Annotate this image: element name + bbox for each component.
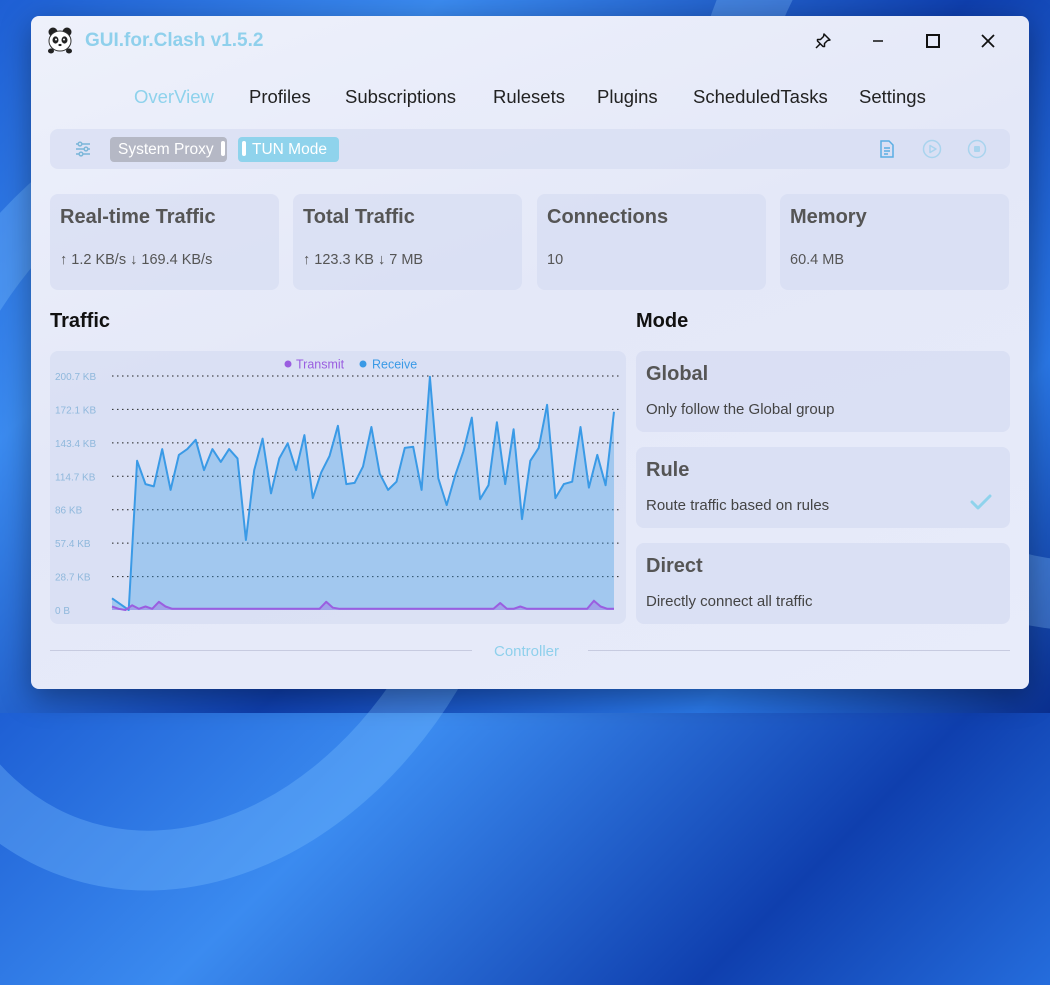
y-tick-label: 114.7 KB (55, 472, 96, 483)
receive-series-area (112, 376, 614, 610)
tab-overview[interactable]: OverView (134, 86, 214, 107)
traffic-chart-svg: 0 B 28.7 KB 57.4 KB 86 KB 114.7 KB 143.4 KB 17… (55, 358, 620, 617)
tab-profiles[interactable]: Profiles (249, 86, 311, 107)
y-tick-label: 143.4 KB (55, 439, 96, 450)
proxy-toolbar: System Proxy TUN Mode (50, 129, 1010, 169)
receive-series-line (111, 375, 615, 611)
stat-title: Connections (547, 206, 669, 228)
panda-logo-icon (45, 25, 75, 55)
stat-value: 60.4 MB (790, 252, 844, 268)
stat-value: ↑ 1.2 KB/s ↓ 169.4 KB/s (60, 252, 213, 268)
footer-divider (588, 650, 1010, 651)
app-title: GUI.for.Clash v1.5.2 (85, 30, 264, 51)
minimize-icon (873, 40, 883, 42)
log-file-icon[interactable] (877, 139, 897, 159)
mode-option-direct[interactable]: Direct Directly connect all traffic (636, 543, 1010, 624)
y-tick-label: 200.7 KB (55, 372, 96, 383)
pin-button[interactable] (809, 28, 837, 54)
mode-title: Global (646, 363, 709, 385)
stat-value: 10 (547, 252, 564, 268)
stat-card-realtime-traffic: Real-time Traffic ↑ 1.2 KB/s ↓ 169.4 KB/… (50, 194, 279, 290)
footer-divider (50, 650, 472, 651)
tab-plugins[interactable]: Plugins (597, 86, 658, 107)
pin-icon (815, 33, 831, 49)
close-button[interactable] (974, 28, 1002, 54)
mode-title: Rule (646, 459, 690, 481)
mode-option-global[interactable]: Global Only follow the Global group (636, 351, 1010, 432)
maximize-button[interactable] (919, 28, 947, 54)
stat-card-connections[interactable]: Connections 10 (537, 194, 766, 290)
restart-icon[interactable] (922, 139, 942, 159)
toggle-knob (220, 141, 225, 156)
controller-link[interactable]: Controller (494, 643, 560, 660)
mode-title: Direct (646, 555, 703, 577)
mode-description: Directly connect all traffic (646, 593, 813, 610)
legend-receive-label: Receive (372, 358, 417, 372)
mode-section-title: Mode (636, 310, 689, 332)
main-nav: OverView Profiles Subscriptions Rulesets… (31, 86, 1029, 110)
minimize-button[interactable] (864, 28, 892, 54)
traffic-chart: 0 B 28.7 KB 57.4 KB 86 KB 114.7 KB 143.4 KB 17… (50, 351, 626, 624)
checkmark-icon (970, 494, 992, 510)
y-tick-label: 172.1 KB (55, 405, 96, 416)
y-tick-label: 57.4 KB (55, 539, 91, 550)
tun-mode-toggle[interactable]: TUN Mode (238, 137, 339, 162)
stop-icon[interactable] (967, 139, 987, 159)
maximize-icon (926, 34, 940, 48)
y-tick-label: 28.7 KB (55, 573, 91, 584)
stat-card-memory: Memory 60.4 MB (780, 194, 1009, 290)
stat-title: Total Traffic (303, 206, 415, 228)
stat-title: Real-time Traffic (60, 206, 216, 228)
stat-title: Memory (790, 206, 867, 228)
tab-subscriptions[interactable]: Subscriptions (345, 86, 457, 107)
stat-card-total-traffic: Total Traffic ↑ 123.3 KB ↓ 7 MB (293, 194, 522, 290)
transmit-series-line (111, 599, 614, 611)
stat-value: ↑ 123.3 KB ↓ 7 MB (303, 252, 424, 268)
toggle-knob (242, 141, 246, 156)
tab-scheduledtasks[interactable]: ScheduledTasks (693, 86, 828, 107)
y-tick-label: 86 KB (55, 506, 83, 517)
title-bar[interactable]: GUI.for.Clash v1.5.2 (31, 16, 1029, 66)
system-proxy-label: System Proxy (118, 141, 214, 158)
legend-transmit-marker (284, 360, 292, 368)
traffic-section-title: Traffic (50, 310, 111, 332)
sliders-icon[interactable] (73, 139, 93, 159)
mode-description: Only follow the Global group (646, 401, 835, 418)
legend-receive-marker (359, 360, 367, 368)
tab-settings[interactable]: Settings (859, 86, 926, 107)
mode-option-rule[interactable]: Rule Route traffic based on rules (636, 447, 1010, 528)
close-icon (981, 34, 995, 48)
y-tick-label: 0 B (55, 606, 70, 617)
tun-mode-label: TUN Mode (252, 141, 327, 158)
app-window: GUI.for.Clash v1.5.2 (31, 16, 1029, 689)
mode-description: Route traffic based on rules (646, 497, 830, 514)
system-proxy-toggle[interactable]: System Proxy (110, 137, 227, 162)
legend-transmit-label: Transmit (296, 358, 345, 372)
tab-rulesets[interactable]: Rulesets (493, 86, 565, 107)
